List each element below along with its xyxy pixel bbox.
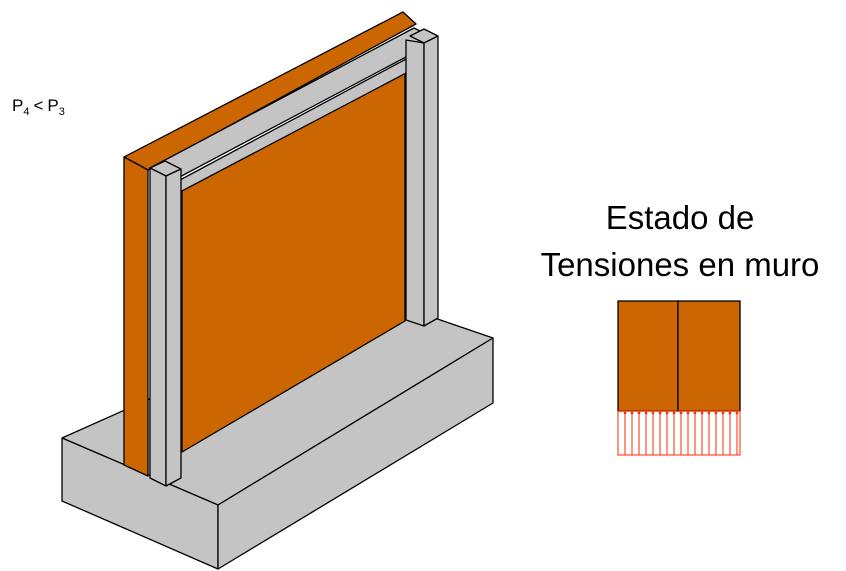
stress-arrowhead [728,411,732,415]
stress-distribution-outline [617,410,741,456]
stress-arrowhead [693,411,697,415]
stress-arrowhead [623,411,627,415]
wall-side-face [123,156,149,477]
foundation-right-face [217,337,494,570]
stress-arrowhead [658,411,662,415]
masonry-wall [123,11,417,477]
stress-arrowhead [700,411,704,415]
right-column-front [423,35,439,327]
stress-arrowhead [644,411,648,415]
stress-arrowhead [735,411,739,415]
stress-arrowhead [665,411,669,415]
stress-state-title-line1: Estado de [606,199,755,236]
load-operator: < [33,96,43,115]
concrete-frame [149,27,439,487]
stress-arrowhead [637,411,641,415]
wall-section-left [617,300,679,412]
stress-arrowhead [714,411,718,415]
stress-diagram [617,300,741,456]
left-column-front [165,168,182,487]
stress-arrowhead [672,411,676,415]
load-comparison-label: P4<P3 [12,96,65,118]
stress-distribution [617,410,741,456]
wall-section-right [677,300,741,412]
load-sub-right: 3 [59,106,65,118]
stress-arrowhead [651,411,655,415]
load-sub-left: 4 [23,106,29,118]
load-p-left: P [12,96,23,115]
stress-arrowhead [721,411,725,415]
stress-arrowhead [686,411,690,415]
load-p-right: P [47,96,58,115]
left-column-side [149,167,167,487]
stress-state-title-line2: Tensiones en muro [541,246,820,283]
stress-arrowhead [630,411,634,415]
right-column-side [405,39,425,327]
stress-arrowhead [679,411,683,415]
stress-arrowhead [707,411,711,415]
